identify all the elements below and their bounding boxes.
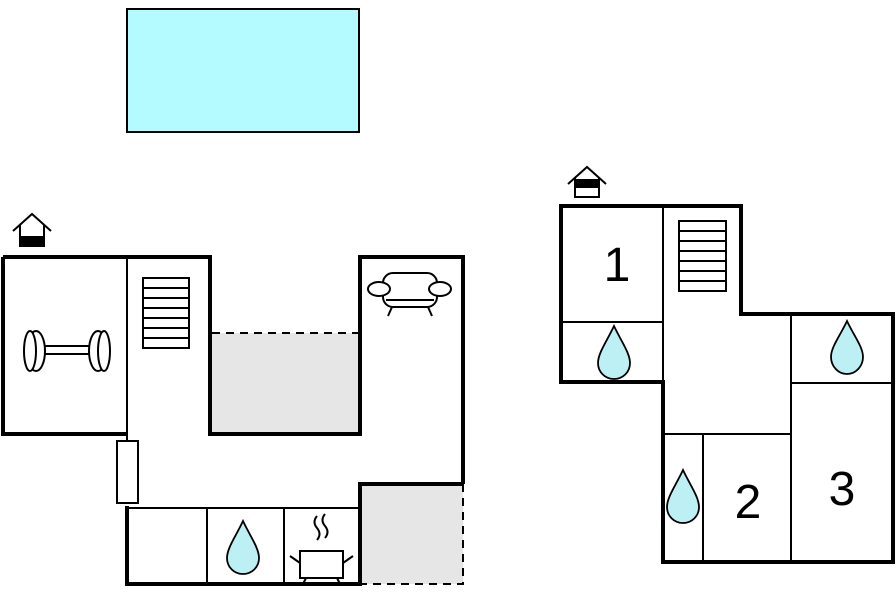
room-label-2: 2 [735,476,762,529]
terrace-edge-corner [360,484,464,585]
room-label-3: 3 [829,463,856,516]
water-drop-icon [597,323,631,380]
room-label-1: 1 [604,239,631,292]
water-drop-icon [226,518,260,575]
outer-wall [559,204,895,564]
ground-floor [1,212,465,586]
stairs-icon [678,220,727,292]
terrace-inner [210,333,360,433]
cooking-pot-icon [289,513,354,585]
outer-wall [3,255,465,484]
upper-floor: 1 2 3 [559,165,895,564]
stairs-icon [142,277,190,349]
entrance-door [116,440,139,504]
sofa-icon [367,272,452,317]
water-drop-icon [666,467,700,524]
water-drop-icon [830,318,864,375]
terrace-corner [360,484,463,584]
gym-wall [1,257,128,436]
pool [126,8,360,133]
entrance-house-icon [567,165,607,198]
dumbbell-icon [23,330,111,372]
entrance-house-icon [12,212,52,247]
